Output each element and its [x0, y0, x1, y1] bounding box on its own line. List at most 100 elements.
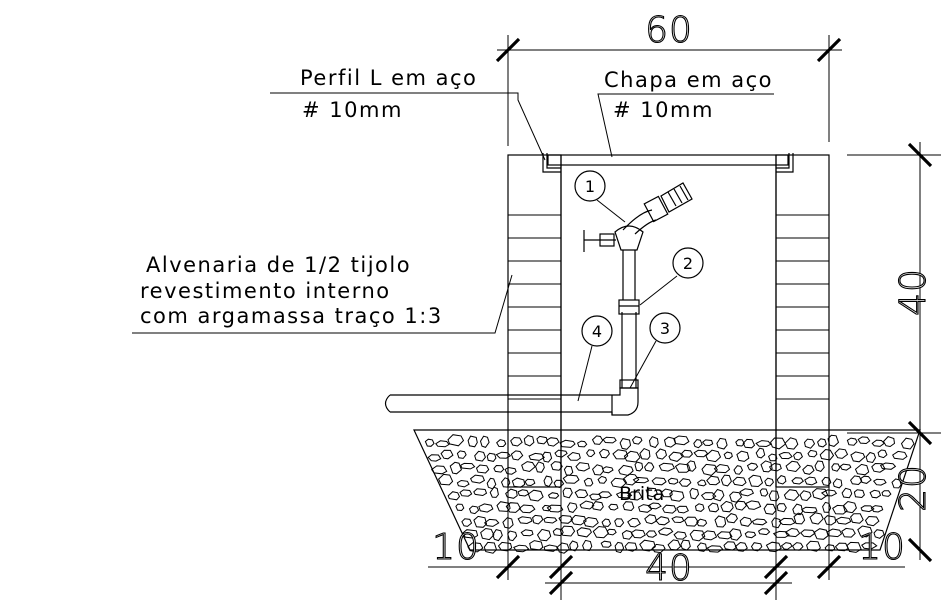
gravel-stone [632, 476, 650, 484]
gravel-stone [759, 488, 769, 497]
gravel-stone [579, 500, 595, 510]
gravel-stone [479, 435, 490, 449]
gravel-stone [662, 504, 677, 514]
dimension-inner-width-value: 40 [645, 548, 693, 589]
gravel-stone [563, 465, 574, 476]
gravel-stone [645, 530, 658, 538]
gravel-stone [725, 513, 738, 524]
gravel-stone [461, 518, 473, 527]
gravel-stone [680, 539, 691, 551]
gravel-stone [689, 529, 706, 542]
gravel-stone [558, 514, 574, 524]
gravel-stone [598, 491, 613, 499]
gravel-stone [860, 475, 872, 484]
gravel-stone [671, 516, 685, 524]
gravel-stone [803, 438, 816, 449]
gravel-stone [497, 541, 513, 552]
gravel-stone [891, 478, 902, 489]
gravel-stone [655, 448, 668, 460]
gravel-stone [750, 542, 763, 552]
balloon-3-label: 3 [660, 319, 670, 338]
gravel-stone [524, 478, 536, 487]
gravel-stone [467, 542, 484, 553]
gravel-stone [673, 531, 687, 540]
gravel-stone [511, 477, 526, 488]
gravel-stone [447, 434, 465, 447]
gravel-stone [748, 474, 764, 488]
gravel-stone [736, 450, 750, 462]
gravel-stone [780, 542, 793, 550]
gravel-stone [489, 486, 499, 498]
gravel-stone [644, 462, 655, 472]
right-brick-wall [775, 154, 830, 488]
gravel-stone [745, 500, 762, 510]
gravel-stone [559, 439, 576, 448]
gravel-stone [861, 542, 878, 550]
gravel-stone [835, 516, 852, 525]
gravel-stone [634, 461, 644, 472]
gravel-stone [602, 436, 617, 444]
gravel-stone [493, 464, 505, 473]
gravel-stone [610, 477, 628, 489]
gravel-stone [706, 545, 724, 553]
gravel-stone [460, 462, 476, 470]
gravel-stone [504, 466, 517, 475]
gravel-stone [739, 488, 755, 497]
gravel-stone [784, 437, 799, 450]
gravel-stone [541, 451, 553, 463]
gravel-stone [854, 463, 870, 476]
alvenaria-label-line1: Alvenaria de 1/2 tijolo [146, 253, 411, 277]
gravel-stone [647, 502, 662, 510]
gravel-stone [569, 540, 579, 552]
gravel-stone [680, 449, 694, 458]
gravel-stone [879, 462, 897, 470]
gravel-stone [510, 450, 524, 461]
gravel-stone [701, 463, 718, 476]
gravel-stone [535, 461, 545, 473]
gravel-stone [705, 449, 722, 463]
gravel-stone [622, 473, 640, 486]
gravel-stone [812, 488, 829, 500]
dimension-top-width-value: 60 [645, 10, 693, 51]
dimension-height: 40 20 [847, 142, 941, 563]
gravel-stone [755, 440, 772, 448]
gravel-stone [819, 448, 835, 461]
gravel-stone [776, 475, 787, 485]
gravel-stone [532, 514, 544, 525]
gravel-stone [850, 451, 866, 463]
gravel-stone [793, 512, 806, 525]
gravel-stone [882, 436, 896, 448]
gravel-stone [839, 463, 852, 471]
gravel-stone [517, 516, 533, 525]
gravel-stone [562, 487, 573, 499]
gravel-stone [492, 529, 503, 542]
gravel-stone [543, 475, 553, 488]
gravel-stone [583, 477, 594, 487]
gravel-stone [686, 460, 697, 472]
gravel-stone [543, 544, 559, 552]
gravel-stone [486, 452, 497, 462]
gravel-stone [892, 450, 908, 460]
perfil-label-line1: Perfil L em aço [300, 66, 477, 90]
dimension-bottom: 40 10 10 [428, 487, 906, 600]
gravel-stone [846, 437, 858, 446]
gravel-stone [783, 489, 800, 502]
gravel-stone [813, 528, 829, 540]
balloon-leaders [577, 199, 678, 402]
dimension-right-offset-value: 10 [858, 527, 906, 568]
gravel-stone [673, 435, 690, 446]
gravel-stone [480, 527, 495, 541]
gravel-stone [707, 502, 720, 513]
gravel-stone [729, 491, 743, 503]
gravel-stone [475, 464, 490, 474]
gravel-stone [658, 462, 676, 472]
gravel-stone [793, 451, 804, 461]
gravel-stone [824, 544, 836, 552]
gravel-stone [547, 492, 560, 499]
gravel-stone [693, 439, 703, 449]
gravel-stone [674, 463, 691, 473]
gravel-stone [601, 518, 612, 528]
balloon-2: 2 [672, 247, 704, 279]
gravel-stone [623, 450, 641, 463]
gravel-stone [739, 516, 753, 527]
